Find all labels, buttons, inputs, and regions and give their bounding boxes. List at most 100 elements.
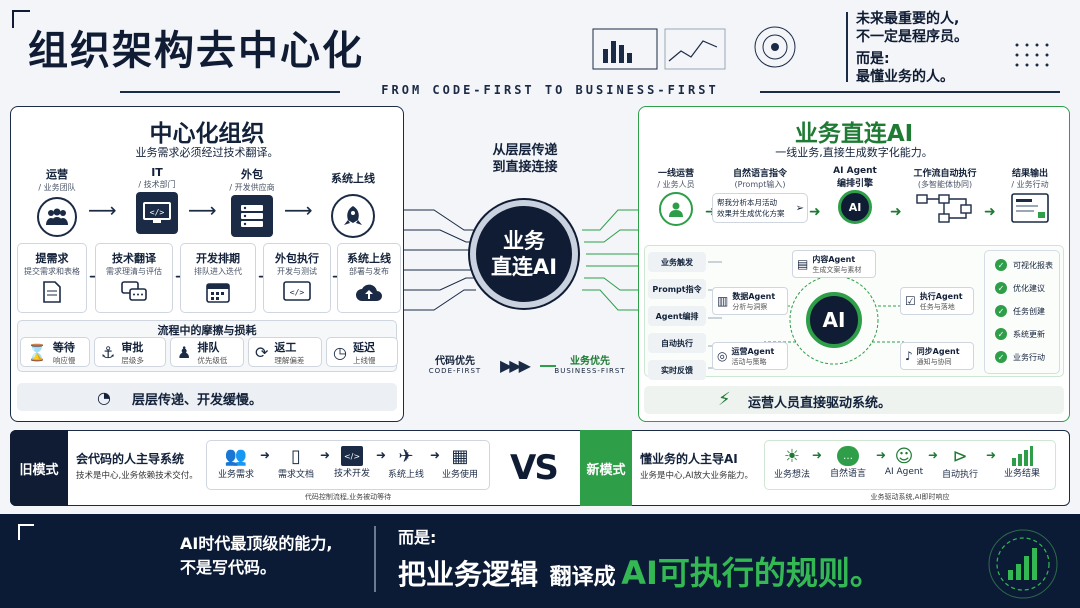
server-icon: [231, 195, 273, 237]
trigger-chip: 自动执行: [648, 333, 706, 353]
cloud-upload-icon: [338, 281, 400, 303]
trigger-chips: 业务触发 Prompt指令 Agent编排 自动执行 实时反馈: [648, 252, 706, 380]
code-first-label: 代码优先 CODE-FIRST: [420, 352, 490, 375]
flow-sublabel: / 业务人员: [657, 180, 695, 189]
friction-label: 排队: [197, 340, 220, 354]
agent-sub: 任务与落地: [919, 302, 955, 311]
agent-sub: 活动与策略: [731, 357, 767, 366]
queue-icon: ♟: [177, 342, 192, 362]
agent-title: 同步Agent: [916, 346, 960, 356]
flow-label: 工作流自动执行: [913, 169, 977, 179]
role-sublabel: / 开发供应商: [229, 183, 275, 192]
output-text: 业务行动: [1013, 352, 1045, 362]
arrow-icon: ⟶: [284, 198, 313, 222]
arrow-icon: ➜: [890, 204, 902, 220]
ai-flow-row: 一线运营 / 业务人员 ➜ 自然语言指令 (Prompt输入) 帮我分析本月活动…: [648, 166, 1068, 238]
business-first-text: 业务优先: [570, 356, 610, 367]
quote-line: 最懂业务的人。: [856, 69, 954, 85]
rocket-icon: [331, 194, 375, 238]
friction-sublabel: 层级多: [121, 355, 144, 365]
page-subtitle: FROM CODE-FIRST TO BUSINESS-FIRST: [381, 83, 719, 97]
new-step-label: 自然语言: [829, 469, 866, 479]
growth-chart-icon: [988, 529, 1058, 599]
role-row: 运营 / 业务团队 ⟶ IT / 技术部门 </> ⟶ 外包 / 开发供应商 ⟶…: [22, 166, 402, 238]
flow-result: 结果输出 / 业务行动: [998, 166, 1062, 224]
center-hub: 业务 直连AI: [470, 200, 578, 308]
step-sublabel: 需求理清与评估: [106, 267, 162, 276]
caption-line: 到直接连接: [492, 160, 558, 175]
new-mode-title: 懂业务的人主导AI: [640, 452, 738, 466]
ai-chip-icon: AI: [838, 190, 872, 224]
person-icon: [659, 192, 693, 226]
growth-bars-icon: [994, 446, 1050, 466]
flow-label: 自然语言指令: [732, 169, 787, 179]
check-icon: ✓: [995, 282, 1007, 294]
new-step: ⊳自动执行: [932, 446, 988, 480]
workflow-icon: [902, 192, 988, 226]
bottom-banner: [0, 514, 1080, 608]
agent-sub: 生成文案与素材: [812, 265, 862, 274]
old-step: </>技术开发: [324, 446, 380, 479]
friction-label: 审批: [121, 340, 144, 354]
send-icon: ➢: [795, 203, 804, 214]
lightning-icon: ⚡: [718, 389, 731, 410]
refresh-icon: ⟳: [255, 342, 269, 362]
flow-operator: 一线运营 / 业务人员: [648, 166, 704, 226]
code-first-text: 代码优先: [435, 356, 475, 367]
trigger-chip: 实时反馈: [648, 360, 706, 380]
flow-label: 一线运营: [657, 169, 694, 179]
role-label: 运营: [46, 168, 68, 181]
robot-icon: ☺: [894, 446, 914, 467]
new-mode-flow: [764, 440, 1056, 490]
step-card: 技术翻译 需求理清与评估: [95, 243, 173, 313]
step-label: 技术翻译: [112, 252, 156, 265]
check-icon: ✓: [995, 351, 1007, 363]
friction-item: ⚓ 审批层级多: [94, 337, 166, 367]
prompt-input: 帮我分析本月活动 效果并生成优化方案 ➢: [712, 193, 808, 223]
vs-text: VS: [510, 448, 559, 488]
bottom-right-statement: 把业务逻辑 翻译成 AI可执行的规则。: [398, 548, 882, 594]
speedometer-icon: ◔: [97, 388, 111, 407]
trigger-chip: Agent编排: [648, 306, 706, 326]
prompt-line: 效果并生成优化方案: [717, 209, 785, 218]
play-icon: ⊳: [952, 446, 968, 467]
check-icon: ✓: [995, 328, 1007, 340]
old-step-label: 需求文档: [277, 470, 314, 480]
hub-line: 直连AI: [490, 255, 558, 279]
business-first-label: 业务优先 BUSINESS-FIRST: [552, 352, 628, 375]
step-card: 开发排期 排队进入迭代: [180, 243, 256, 313]
friction-sublabel: 优先级低: [197, 355, 228, 365]
hourglass-icon: ⌛: [27, 342, 47, 362]
arrow-icon: ⟶: [88, 198, 117, 222]
agent-sub: 通知与协同: [916, 357, 952, 366]
old-steps: 👥业务需求 ➜ ▯需求文档 ➜ </>技术开发 ➜ ✈系统上线 ➜ ▦业务使用: [208, 446, 488, 486]
step-sublabel: 开发与测试: [277, 267, 317, 276]
new-step-label: AI Agent: [884, 467, 924, 477]
role-outsource: 外包 / 开发供应商: [217, 166, 287, 237]
arrow-icon: ➜: [812, 448, 823, 462]
calendar-icon: [181, 281, 255, 303]
code-window-icon: </>: [264, 281, 330, 301]
vs-label: VS: [510, 448, 559, 488]
quote-line: 不一定是程序员。: [856, 29, 968, 45]
dashboard-icon: ▦: [451, 446, 469, 467]
check-icon: ✓: [995, 259, 1007, 271]
direct-ai-footer-text: 运营人员直接驱动系统。: [748, 396, 892, 411]
arrow-icon: ➜: [928, 448, 939, 462]
team-icon: [37, 197, 77, 237]
new-steps: ☀业务想法 ➜ …自然语言 ➜ ☺AI Agent ➜ ⊳自动执行 ➜ 业务结果: [766, 446, 1054, 486]
svg-text:</>: </>: [150, 208, 165, 217]
code-first-sub: CODE-FIRST: [428, 367, 482, 375]
flow-sublabel: 编排引擎: [836, 179, 873, 189]
stamp-icon: ⚓: [101, 342, 116, 362]
divider: [120, 91, 340, 93]
agent-title: 执行Agent: [919, 291, 963, 301]
new-mode-tag: 新模式: [580, 430, 632, 506]
role-label: 系统上线: [331, 172, 375, 185]
output-text: 可视化报表: [1013, 260, 1053, 270]
new-step-label: 业务想法: [773, 470, 810, 480]
old-step-label: 技术开发: [333, 469, 370, 479]
